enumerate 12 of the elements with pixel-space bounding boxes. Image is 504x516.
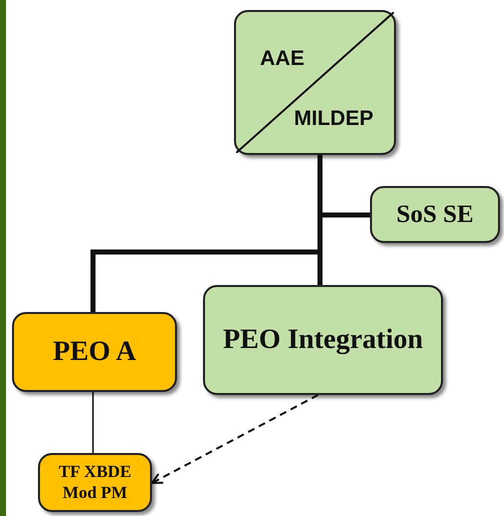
node-label: PEO Integration (222, 323, 424, 357)
dashed-arrow (151, 394, 318, 484)
node-label: TF XBDE Mod PM (58, 462, 132, 503)
node-label: SoS SE (395, 200, 475, 230)
org-box (203, 285, 443, 395)
org-box (370, 186, 500, 243)
node-label: MILDEP (293, 106, 374, 132)
connector-line (92, 392, 94, 453)
node-label: PEO A (52, 335, 138, 369)
org-box (38, 453, 152, 512)
node-label: AAE (259, 46, 306, 72)
org-box (12, 312, 177, 392)
